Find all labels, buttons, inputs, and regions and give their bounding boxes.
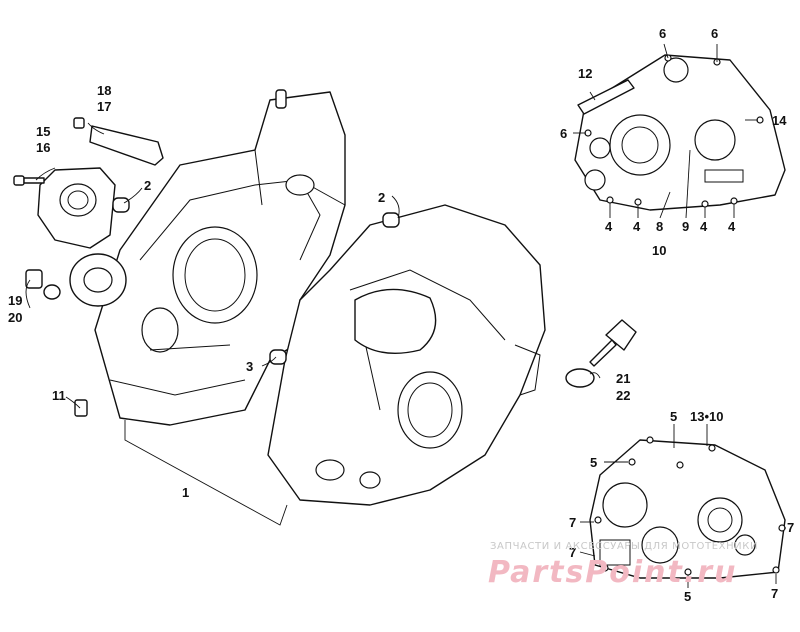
watermark-logo: PartsPoint.ru: [488, 555, 737, 590]
cover-bolt: [13, 175, 45, 186]
callout-11: 11: [52, 388, 66, 403]
oil-seal: [69, 253, 127, 307]
callout-20: 20: [8, 310, 22, 325]
callout-5: 5: [684, 589, 691, 604]
callout-13-10: 13•10: [690, 409, 723, 424]
drain-bolt: [74, 399, 88, 417]
callout-6: 6: [711, 26, 718, 41]
callout-14: 14: [772, 113, 787, 128]
breather-fitting: [275, 89, 287, 109]
callout-3: 3: [246, 359, 253, 374]
callout-4: 4: [728, 219, 736, 234]
dipstick: [565, 319, 637, 388]
callout-15: 15: [36, 124, 50, 139]
callout-7: 7: [771, 586, 778, 601]
callout-16: 16: [36, 140, 50, 155]
callout-21: 21: [616, 371, 630, 386]
callout-2: 2: [144, 178, 151, 193]
left-crankcase-half: [94, 89, 346, 426]
callout-18: 18: [97, 83, 111, 98]
callout-7: 7: [787, 520, 794, 535]
callout-4: 4: [700, 219, 708, 234]
dowel-pins: [112, 197, 400, 365]
callout-6: 6: [560, 126, 567, 141]
callout-22: 22: [616, 388, 630, 403]
callout-4: 4: [605, 219, 613, 234]
callout-9: 9: [682, 219, 689, 234]
callout-2: 2: [378, 190, 385, 205]
callout-17: 17: [97, 99, 111, 114]
seal-cover: [37, 167, 116, 249]
case-view-top: [574, 54, 786, 211]
callout-6: 6: [659, 26, 666, 41]
callout-7: 7: [569, 515, 576, 530]
callout-4: 4: [633, 219, 641, 234]
right-crankcase-half: [267, 204, 546, 506]
callout-8: 8: [656, 219, 663, 234]
callout-1: 1: [182, 485, 189, 500]
callout-19: 19: [8, 293, 22, 308]
callout-12: 12: [578, 66, 592, 81]
callout-10: 10: [652, 243, 666, 258]
case-view-bottom: [589, 436, 786, 579]
watermark: ЗАПЧАСТИ И АКСЕССУАРЫ ДЛЯ МОТОТЕХНИКИ Pa…: [488, 541, 758, 590]
callout-7: 7: [569, 545, 576, 560]
drain-plug: [25, 269, 61, 300]
oil-tube: [73, 117, 164, 166]
watermark-caption: ЗАПЧАСТИ И АКСЕССУАРЫ ДЛЯ МОТОТЕХНИКИ: [490, 541, 758, 552]
leader-lines: [25, 43, 786, 588]
callout-labels: 18 17 15 16 2 2 19 20 3 11 1 21 22 12 6 …: [8, 26, 794, 604]
callout-5: 5: [670, 409, 677, 424]
callout-5: 5: [590, 455, 597, 470]
